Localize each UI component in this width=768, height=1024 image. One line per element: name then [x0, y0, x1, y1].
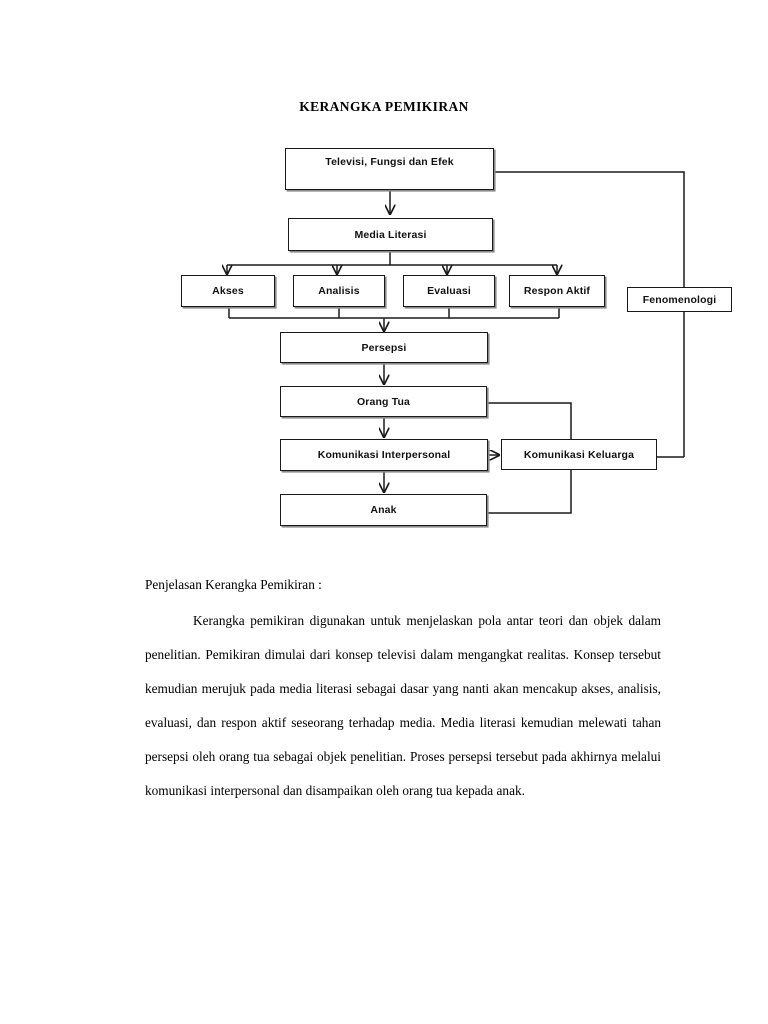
explanation-paragraph: Kerangka pemikiran digunakan untuk menje…	[145, 613, 661, 798]
node-analisis[interactable]: Analisis	[293, 275, 385, 307]
node-label: Fenomenologi	[642, 293, 717, 306]
node-televisi-fungsi-dan-efek[interactable]: Televisi, Fungsi dan Efek	[285, 148, 494, 190]
node-label: Evaluasi	[427, 285, 471, 297]
node-label: Televisi, Fungsi dan Efek	[325, 156, 454, 168]
flowchart-connectors	[0, 171, 685, 514]
page-title: KERANGKA PEMIKIRAN	[299, 99, 469, 114]
node-komunikasi-keluarga[interactable]: Komunikasi Keluarga	[501, 439, 657, 470]
explanation-section: Penjelasan Kerangka Pemikiran : Kerangka…	[145, 568, 661, 808]
line-komunikasi-keluarga-to-anak	[487, 470, 572, 514]
node-evaluasi[interactable]: Evaluasi	[403, 275, 495, 307]
node-akses[interactable]: Akses	[181, 275, 275, 307]
node-respon-aktif[interactable]: Respon Aktif	[509, 275, 605, 307]
node-media-literasi[interactable]: Media Literasi	[288, 218, 493, 251]
node-label: Respon Aktif	[523, 285, 591, 297]
node-label: Analisis	[318, 285, 360, 297]
node-komunikasi-interpersonal[interactable]: Komunikasi Interpersonal	[280, 439, 488, 471]
line-orang-tua-to-komunikasi-keluarga	[487, 402, 572, 439]
node-anak[interactable]: Anak	[280, 494, 487, 526]
node-label: Orang Tua	[356, 395, 411, 408]
node-label: Komunikasi Keluarga	[523, 448, 635, 461]
node-label: Komunikasi Interpersonal	[317, 449, 451, 461]
line-televisi-to-fenomenologi-rail	[494, 171, 685, 457]
node-label: Anak	[370, 504, 397, 516]
node-label: Media Literasi	[354, 228, 427, 241]
node-label: Akses	[212, 285, 244, 297]
node-persepsi[interactable]: Persepsi	[280, 332, 488, 363]
explanation-heading: Penjelasan Kerangka Pemikiran :	[145, 577, 322, 592]
kerangka-pemikiran-flowchart: Televisi, Fungsi dan Efek Media Literasi…	[0, 148, 732, 526]
node-orang-tua[interactable]: Orang Tua	[280, 386, 487, 417]
node-fenomenologi[interactable]: Fenomenologi	[627, 287, 732, 312]
node-label: Persepsi	[361, 341, 407, 354]
